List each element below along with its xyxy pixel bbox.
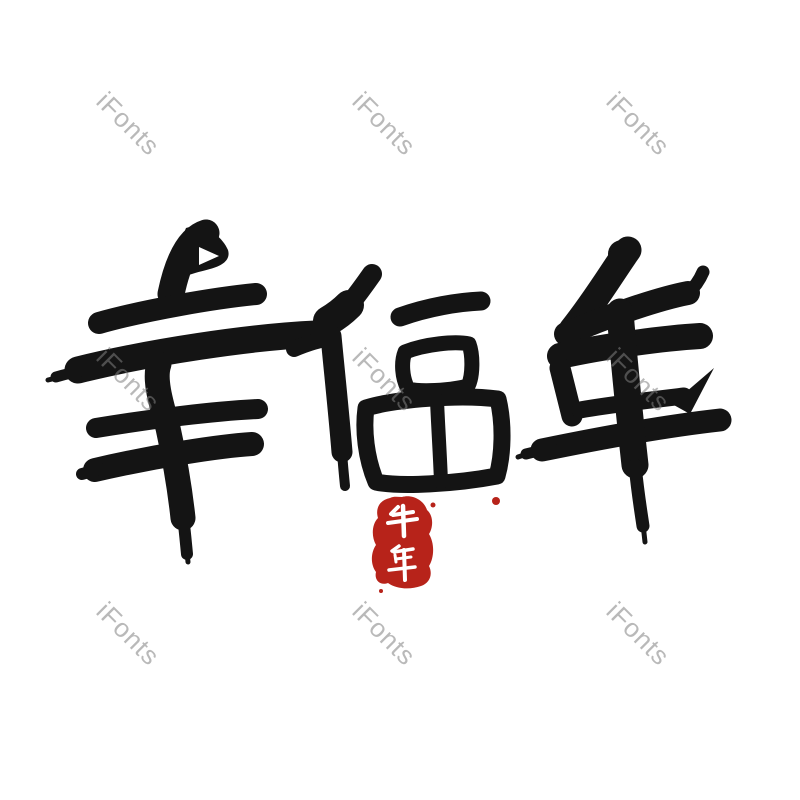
- character-nian: [515, 236, 732, 545]
- seal-stamp: [371, 496, 500, 593]
- character-fu: [286, 264, 511, 493]
- seal-character-niu: [386, 503, 419, 539]
- seal-character-nian: [387, 544, 417, 582]
- ink-splatter: [492, 497, 500, 505]
- character-xing: [45, 219, 330, 565]
